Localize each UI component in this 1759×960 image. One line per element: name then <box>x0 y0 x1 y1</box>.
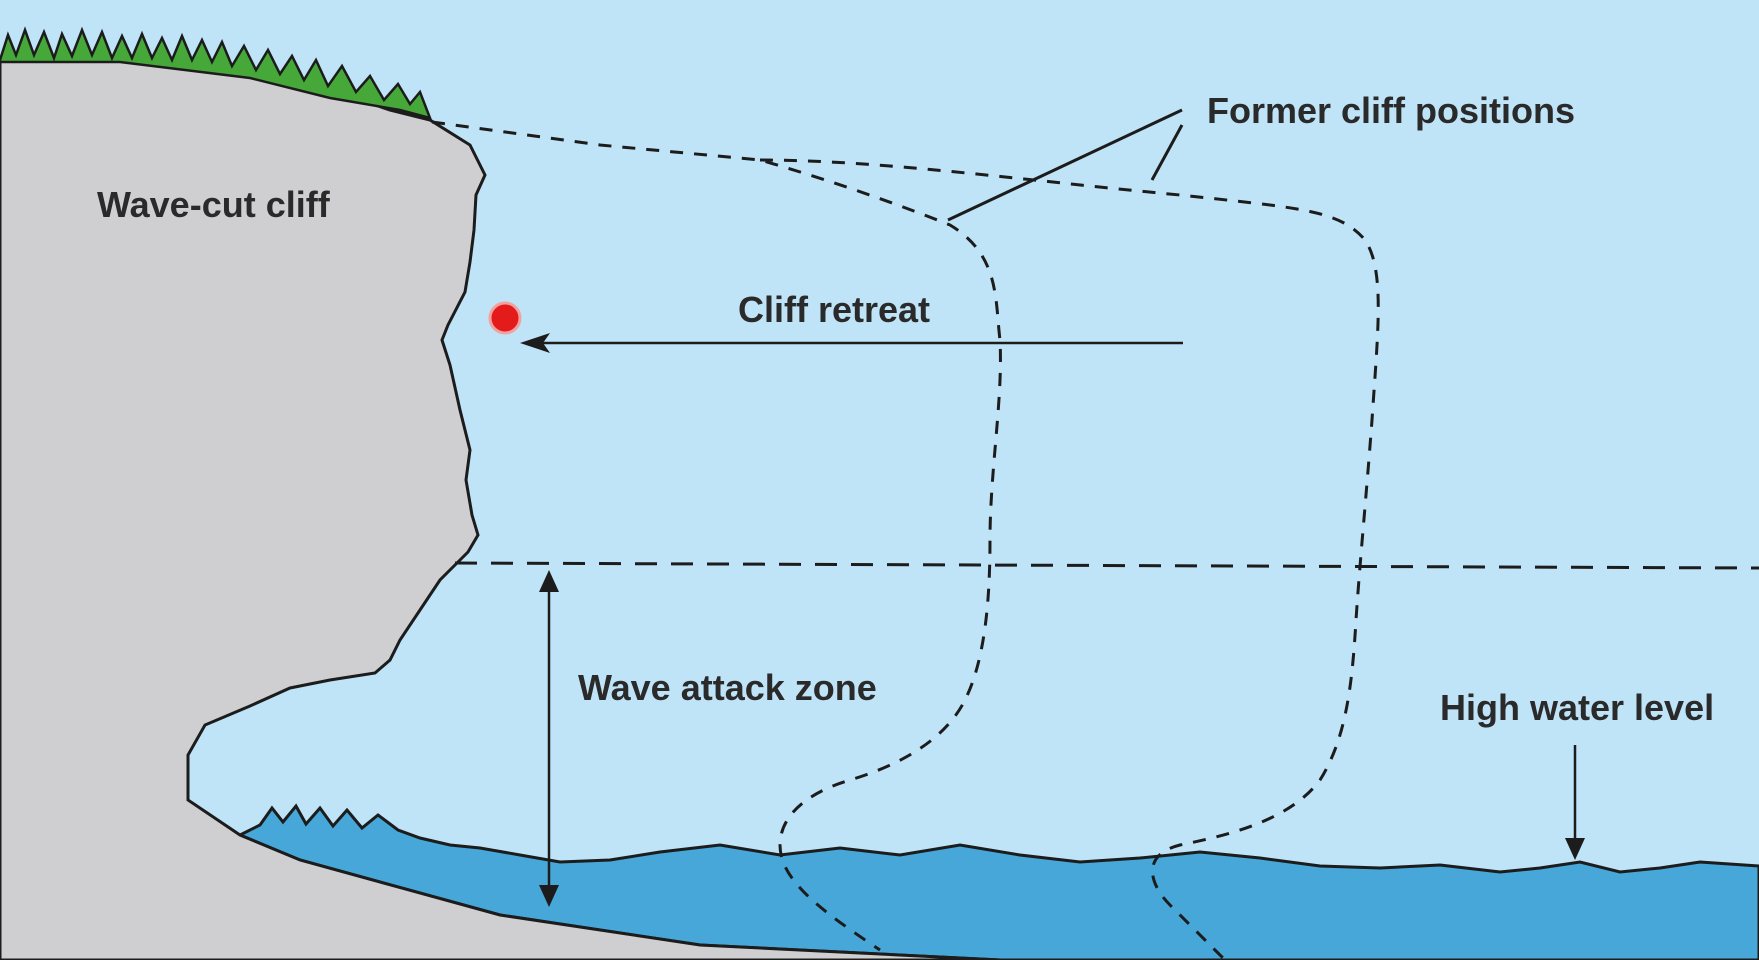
cliff-body <box>0 58 1001 960</box>
wave-cut-cliff-label: Wave-cut cliff <box>97 184 330 225</box>
high-water-line <box>454 561 1759 570</box>
high-water-level-label: High water level <box>1440 687 1715 728</box>
high-water-arrowhead <box>1565 838 1585 860</box>
pointer-line-former-2 <box>1150 124 1184 181</box>
grass-tuft <box>0 26 433 120</box>
former-cliff-position-1 <box>431 120 1002 952</box>
former-cliff-positions-label: Former cliff positions <box>1207 90 1576 131</box>
sea-water <box>236 803 1759 960</box>
wave-attack-arrowhead-bottom <box>539 885 559 907</box>
cliff-retreat-label: Cliff retreat <box>738 289 931 330</box>
former-cliff-position-2 <box>759 158 1380 960</box>
pointer-line-former-1 <box>947 108 1183 222</box>
wave-attack-arrowhead-top <box>539 570 559 592</box>
wave-attack-zone-label: Wave attack zone <box>578 667 877 708</box>
cliff-marker-dot <box>488 301 522 335</box>
cliff-retreat-arrowhead <box>520 333 550 353</box>
